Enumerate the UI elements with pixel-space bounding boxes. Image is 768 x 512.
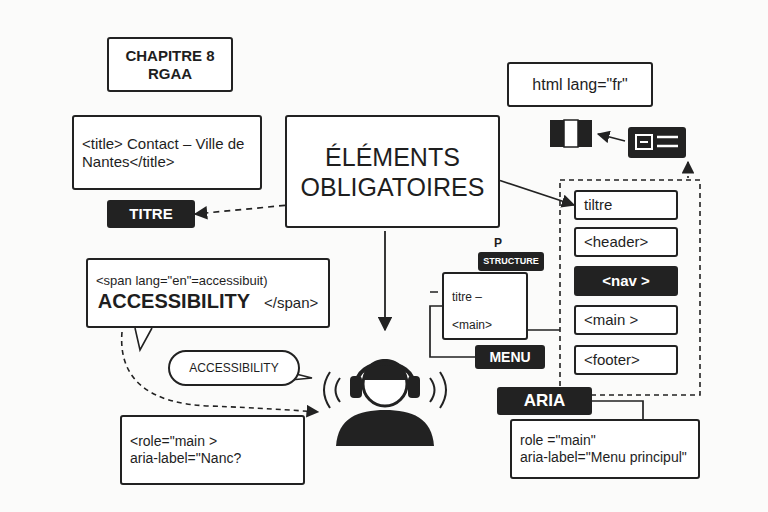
node-text: <span lang="en"=accessibuit) [96, 273, 320, 289]
code-box: <title> Contact – Ville de Nantes</title… [72, 115, 262, 190]
listener-figure [324, 359, 446, 446]
code-box: role ="main"aria-label="Menu principul" [510, 419, 700, 479]
node-text: ÉLÉMENTS OBLIGATOIRES [295, 142, 490, 202]
node-text: TITRE [129, 205, 172, 223]
dashed-curve [122, 332, 318, 412]
connector [195, 205, 285, 214]
node-text: role ="main" [520, 432, 690, 449]
node-text: <title> Contact – Ville de Nantes</title… [82, 135, 252, 171]
node-text: titre – [452, 290, 518, 304]
node-text: tiltre [584, 196, 668, 214]
code-box: <role="main >aria-label="Nanc? [120, 415, 305, 485]
down-arrow [384, 231, 386, 330]
speech-bubble: ACCESSIBILITY [168, 350, 300, 386]
structure-item: <nav > [574, 266, 678, 296]
node-text: <footer> [584, 351, 668, 369]
node-text: CHAPITRE 8 RGAA [117, 47, 223, 83]
ribbon-label: STRUCTURE [478, 252, 544, 271]
dotted-arrow [687, 162, 689, 178]
node-text: <nav > [602, 272, 650, 290]
dashed-group [560, 180, 700, 395]
node-text: <main> [452, 318, 518, 332]
code-box: html lang="fr" [507, 62, 653, 107]
icon-arrow [598, 134, 625, 141]
node-text: ACCESSIBILITY [98, 289, 250, 313]
node-text: STRUCTURE [483, 256, 539, 267]
connector [592, 401, 643, 419]
settings-icon [628, 127, 686, 158]
code-box: <span lang="en"=accessibuit)ACCESSIBILIT… [86, 258, 330, 328]
span-tail [135, 328, 152, 350]
node-text: <main > [584, 311, 668, 329]
node-text: MENU [489, 349, 530, 366]
tag-label: ARIA [497, 387, 592, 415]
node-text: <role="main > [130, 433, 295, 450]
structure-item: <footer> [574, 345, 678, 375]
structure-item: tiltre [574, 190, 678, 220]
structure-item: <main > [574, 305, 678, 335]
node-text: html lang="fr" [532, 75, 627, 94]
node-text: <header> [584, 233, 668, 251]
note-label: P [494, 236, 502, 250]
central-box: ÉLÉMENTS OBLIGATOIRES [285, 115, 500, 228]
node-text: ACCESSIBILITY [189, 361, 278, 375]
node-text: aria-label="Nanc? [130, 450, 295, 467]
tag-label: TITRE [107, 200, 195, 228]
structure-item: <header> [574, 227, 678, 257]
chapter-box: CHAPITRE 8 RGAA [107, 37, 233, 92]
window-box: titre – <main> [442, 272, 528, 340]
node-text: </span> [264, 294, 318, 312]
tag-label: MENU [475, 345, 545, 369]
connector [500, 181, 574, 205]
node-text: aria-label="Menu principul" [520, 449, 690, 466]
flag-icon [550, 120, 592, 147]
node-text: ARIA [524, 391, 566, 411]
